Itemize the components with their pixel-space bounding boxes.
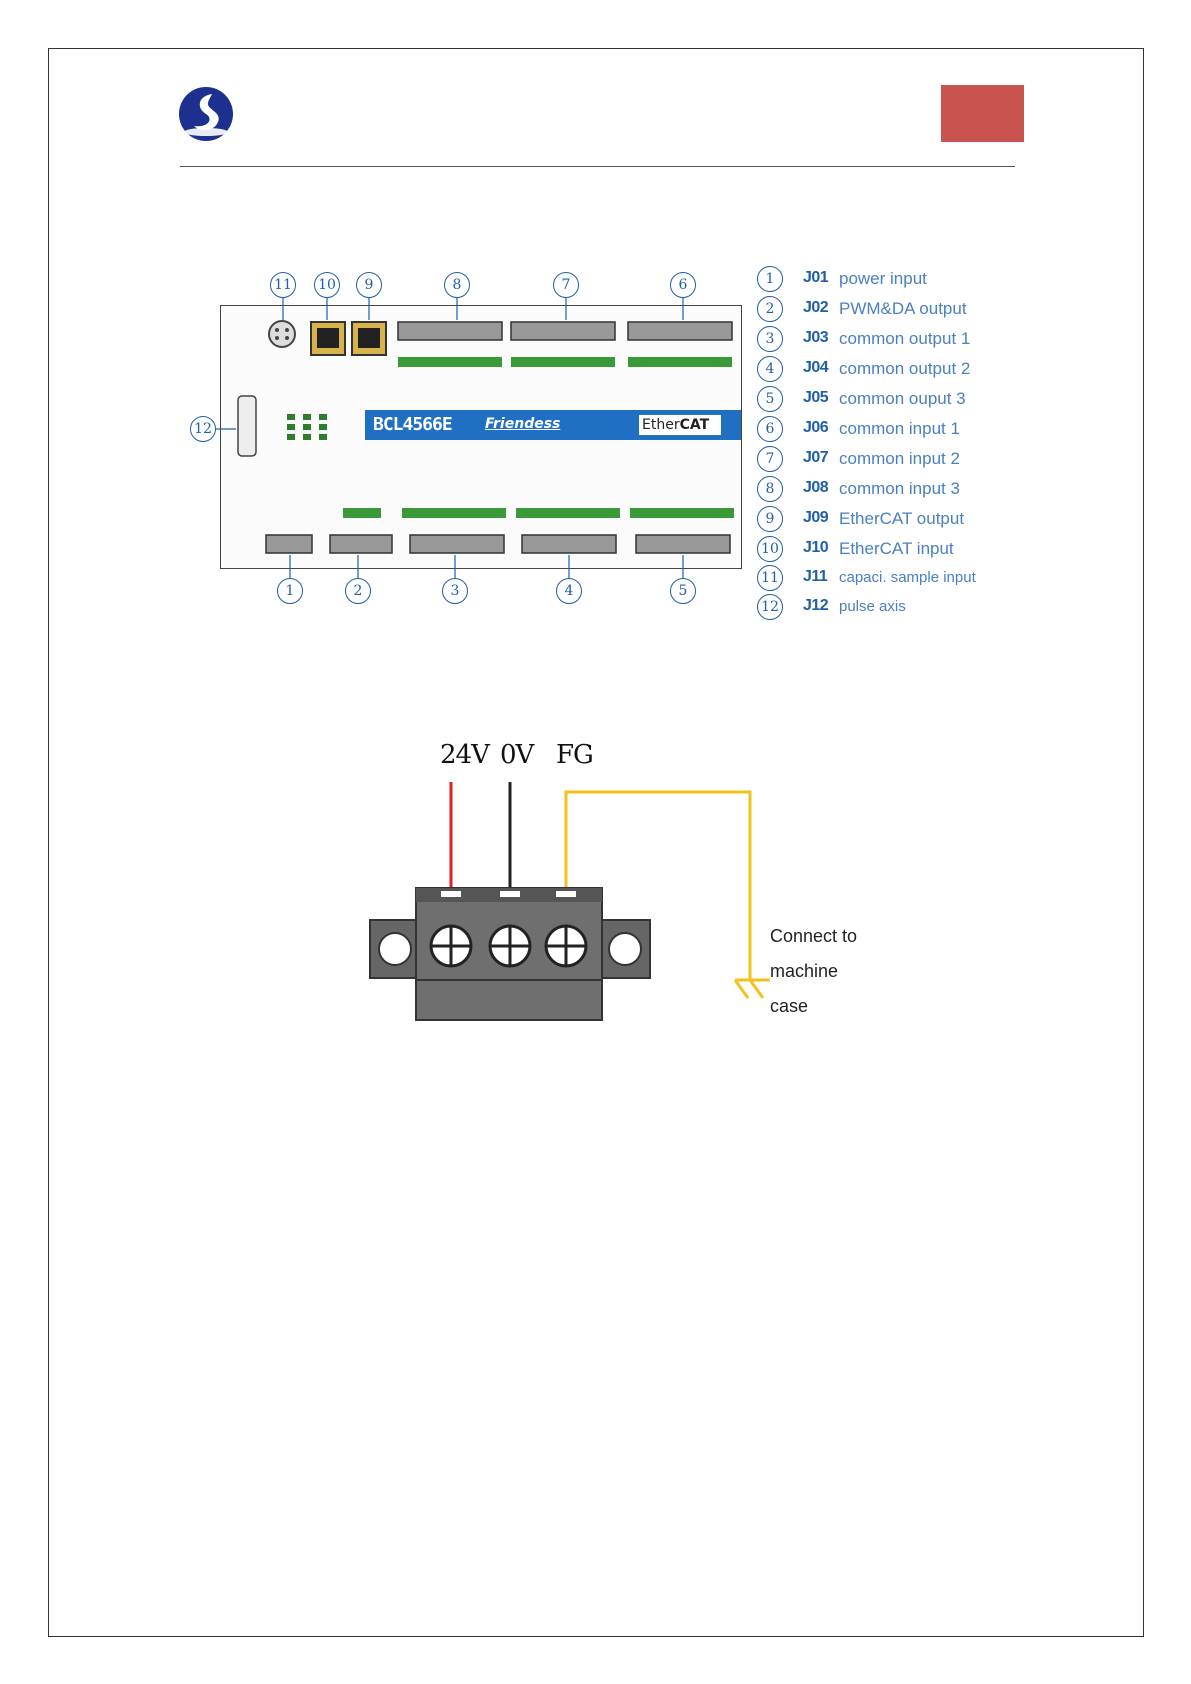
legend-number: 8 — [757, 476, 783, 502]
legend-label: common ouput 3 — [839, 389, 966, 408]
legend-number: 5 — [757, 386, 783, 412]
legend-item: 11 J11 capaci. sample input — [757, 565, 1017, 593]
ethercat-badge: EtherCAT — [639, 415, 721, 435]
callout-11: 11 — [270, 272, 296, 298]
legend-label: common output 2 — [839, 359, 971, 378]
legend-number: 12 — [757, 594, 783, 620]
legend-item: 1 J01 power input — [757, 266, 1017, 294]
legend-label: capaci. sample input — [839, 569, 976, 586]
status-leds — [287, 414, 327, 440]
legend-item: 4 J04 common output 2 — [757, 356, 1017, 384]
bottom-terminals — [265, 534, 731, 554]
board-model: BCL4566E — [373, 414, 453, 435]
callout-1: 1 — [277, 578, 303, 604]
legend-number: 7 — [757, 446, 783, 472]
callout-10: 10 — [314, 272, 340, 298]
legend-code: J10 — [803, 539, 829, 556]
legend-code: J02 — [803, 299, 829, 316]
company-logo — [179, 87, 233, 141]
ground-symbol — [733, 978, 770, 999]
legend-label: pulse axis — [839, 598, 906, 615]
legend-code: J09 — [803, 509, 829, 526]
legend-code: J11 — [803, 568, 828, 585]
legend-code: J01 — [803, 269, 829, 286]
legend-item: 9 J09 EtherCAT output — [757, 506, 1017, 534]
legend-code: J07 — [803, 449, 829, 466]
screw-terminal — [488, 924, 532, 968]
legend-item: 6 J06 common input 1 — [757, 416, 1017, 444]
legend-code: J05 — [803, 389, 829, 406]
legend-item: 12 J12 pulse axis — [757, 594, 1017, 622]
callout-5: 5 — [670, 578, 696, 604]
legend-code: J04 — [803, 359, 829, 376]
legend-label: EtherCAT output — [839, 509, 965, 528]
legend-item: 8 J08 common input 3 — [757, 476, 1017, 504]
ground-note-line3: case — [770, 996, 809, 1016]
legend-label: PWM&DA output — [839, 299, 967, 318]
legend-label: common input 3 — [839, 479, 960, 498]
legend-code: J06 — [803, 419, 829, 436]
label-24v: 24V — [440, 740, 490, 770]
callout-2: 2 — [345, 578, 371, 604]
board-brand: Friendess — [485, 416, 561, 432]
legend-item: 2 J02 PWM&DA output — [757, 296, 1017, 324]
legend-code: J08 — [803, 479, 829, 496]
board-banner: BCL4566E Friendess EtherCAT — [365, 410, 741, 440]
top-terminals — [397, 321, 733, 341]
label-0v: 0V — [500, 740, 534, 770]
screw-terminal — [429, 924, 473, 968]
legend-code: J12 — [803, 597, 829, 614]
legend-label: power input — [839, 269, 927, 288]
screw-terminal — [544, 924, 588, 968]
capacitive-connector — [268, 320, 296, 348]
callout-4: 4 — [556, 578, 582, 604]
legend-label: common input 2 — [839, 449, 960, 468]
legend-label: EtherCAT input — [839, 539, 954, 558]
bottom-led-rows — [343, 508, 734, 518]
page-frame — [48, 48, 1144, 1637]
callout-12: 12 — [190, 416, 216, 442]
legend-number: 9 — [757, 506, 783, 532]
legend-item: 3 J03 common output 1 — [757, 326, 1017, 354]
ground-note-line2: machine — [770, 961, 839, 981]
legend-number: 4 — [757, 356, 783, 382]
legend-label: common input 1 — [839, 419, 960, 438]
controller-board: BCL4566E Friendess EtherCAT — [220, 305, 742, 569]
wire-fg — [564, 790, 752, 980]
legend-label: common output 1 — [839, 329, 971, 348]
callout-leaders — [216, 298, 684, 578]
legend-code: J03 — [803, 329, 829, 346]
callout-8: 8 — [444, 272, 470, 298]
legend-item: 5 J05 common ouput 3 — [757, 386, 1017, 414]
callout-3: 3 — [442, 578, 468, 604]
legend-number: 10 — [757, 536, 783, 562]
legend-number: 3 — [757, 326, 783, 352]
legend-number: 11 — [757, 565, 783, 591]
legend-number: 6 — [757, 416, 783, 442]
legend-number: 1 — [757, 266, 783, 292]
top-led-rows — [398, 357, 732, 367]
ethercat-ports — [310, 321, 387, 356]
callout-7: 7 — [553, 272, 579, 298]
legend-item: 10 J10 EtherCAT input — [757, 536, 1017, 564]
ground-note-line1: Connect to — [770, 926, 858, 946]
label-fg: FG — [556, 740, 594, 770]
header-divider — [180, 166, 1015, 167]
callout-9: 9 — [356, 272, 382, 298]
legend-number: 2 — [757, 296, 783, 322]
callout-6: 6 — [670, 272, 696, 298]
db-connector — [237, 395, 257, 457]
legend-item: 7 J07 common input 2 — [757, 446, 1017, 474]
terminal-block — [369, 887, 651, 1021]
header-color-block — [941, 85, 1024, 142]
